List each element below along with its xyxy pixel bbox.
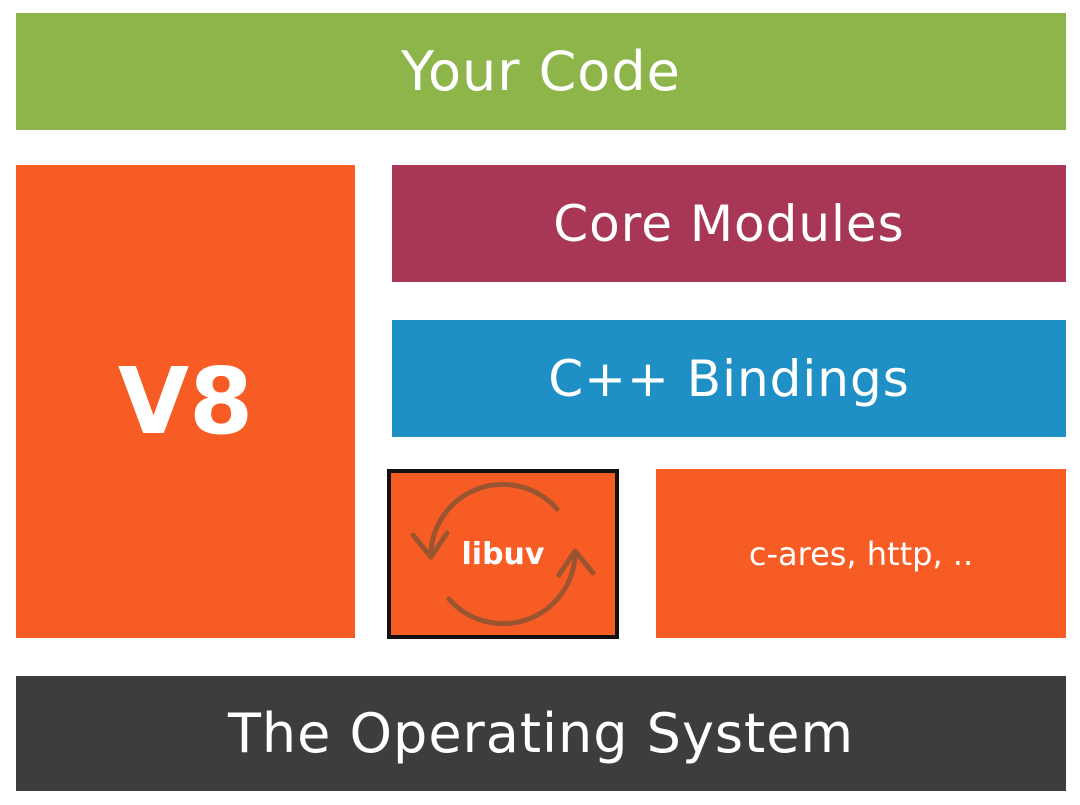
operating-system-block: The Operating System	[16, 676, 1066, 791]
c-ares-http-block: c-ares, http, ..	[656, 469, 1066, 638]
cpp-bindings-label: C++ Bindings	[548, 349, 910, 408]
your-code-block: Your Code	[16, 13, 1066, 130]
core-modules-block: Core Modules	[392, 165, 1066, 282]
your-code-label: Your Code	[401, 40, 681, 103]
cycle-arrows-icon	[410, 481, 596, 627]
v8-label: V8	[117, 348, 254, 455]
c-ares-http-label: c-ares, http, ..	[748, 534, 974, 573]
cpp-bindings-block: C++ Bindings	[392, 320, 1066, 437]
v8-block: V8	[16, 165, 355, 638]
operating-system-label: The Operating System	[227, 702, 855, 765]
core-modules-label: Core Modules	[553, 194, 905, 253]
libuv-label: libuv	[461, 536, 545, 572]
libuv-block: libuv	[387, 469, 619, 639]
